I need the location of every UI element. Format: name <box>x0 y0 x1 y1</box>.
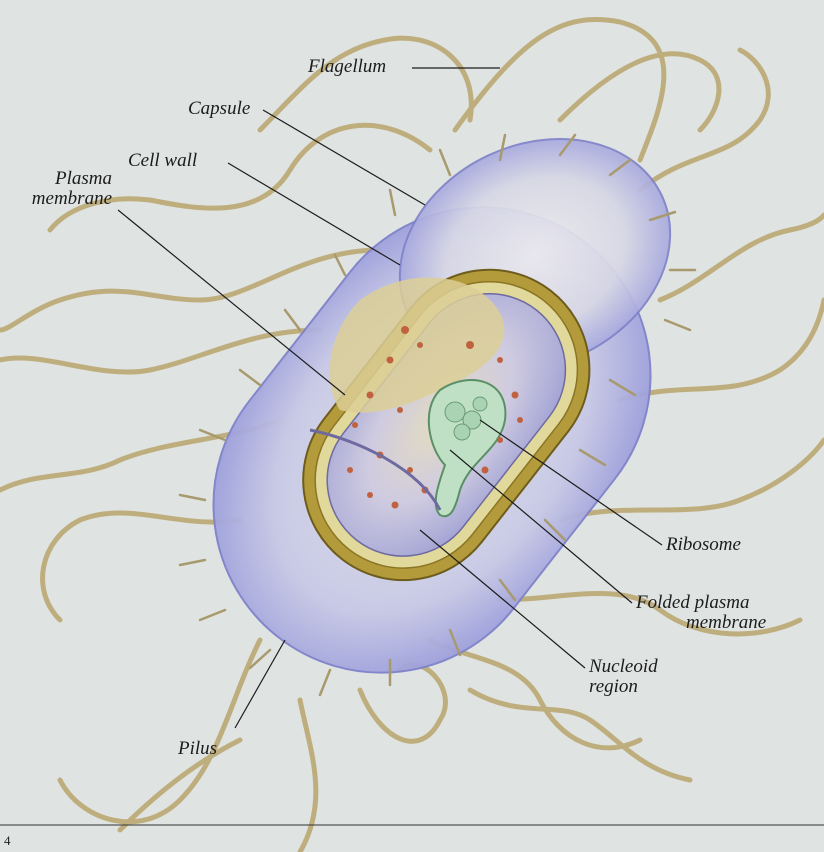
capsule-leader <box>263 110 425 205</box>
label-plasma-membrane-2: membrane <box>22 188 112 209</box>
page-number: 4 <box>4 833 11 849</box>
label-capsule: Capsule <box>188 98 250 119</box>
label-nucleoid-region-2: region <box>589 676 638 697</box>
label-plasma-membrane-1: Plasma <box>38 168 112 189</box>
label-cell-wall: Cell wall <box>128 150 197 171</box>
label-folded-plasma-membrane-2: membrane <box>686 612 766 633</box>
cell-wall-leader <box>228 163 400 265</box>
label-flagellum: Flagellum <box>308 56 386 77</box>
label-pilus: Pilus <box>178 738 217 759</box>
label-folded-plasma-membrane-1: Folded plasma <box>636 592 749 613</box>
label-nucleoid-region-1: Nucleoid <box>589 656 658 677</box>
label-ribosome: Ribosome <box>666 534 741 555</box>
